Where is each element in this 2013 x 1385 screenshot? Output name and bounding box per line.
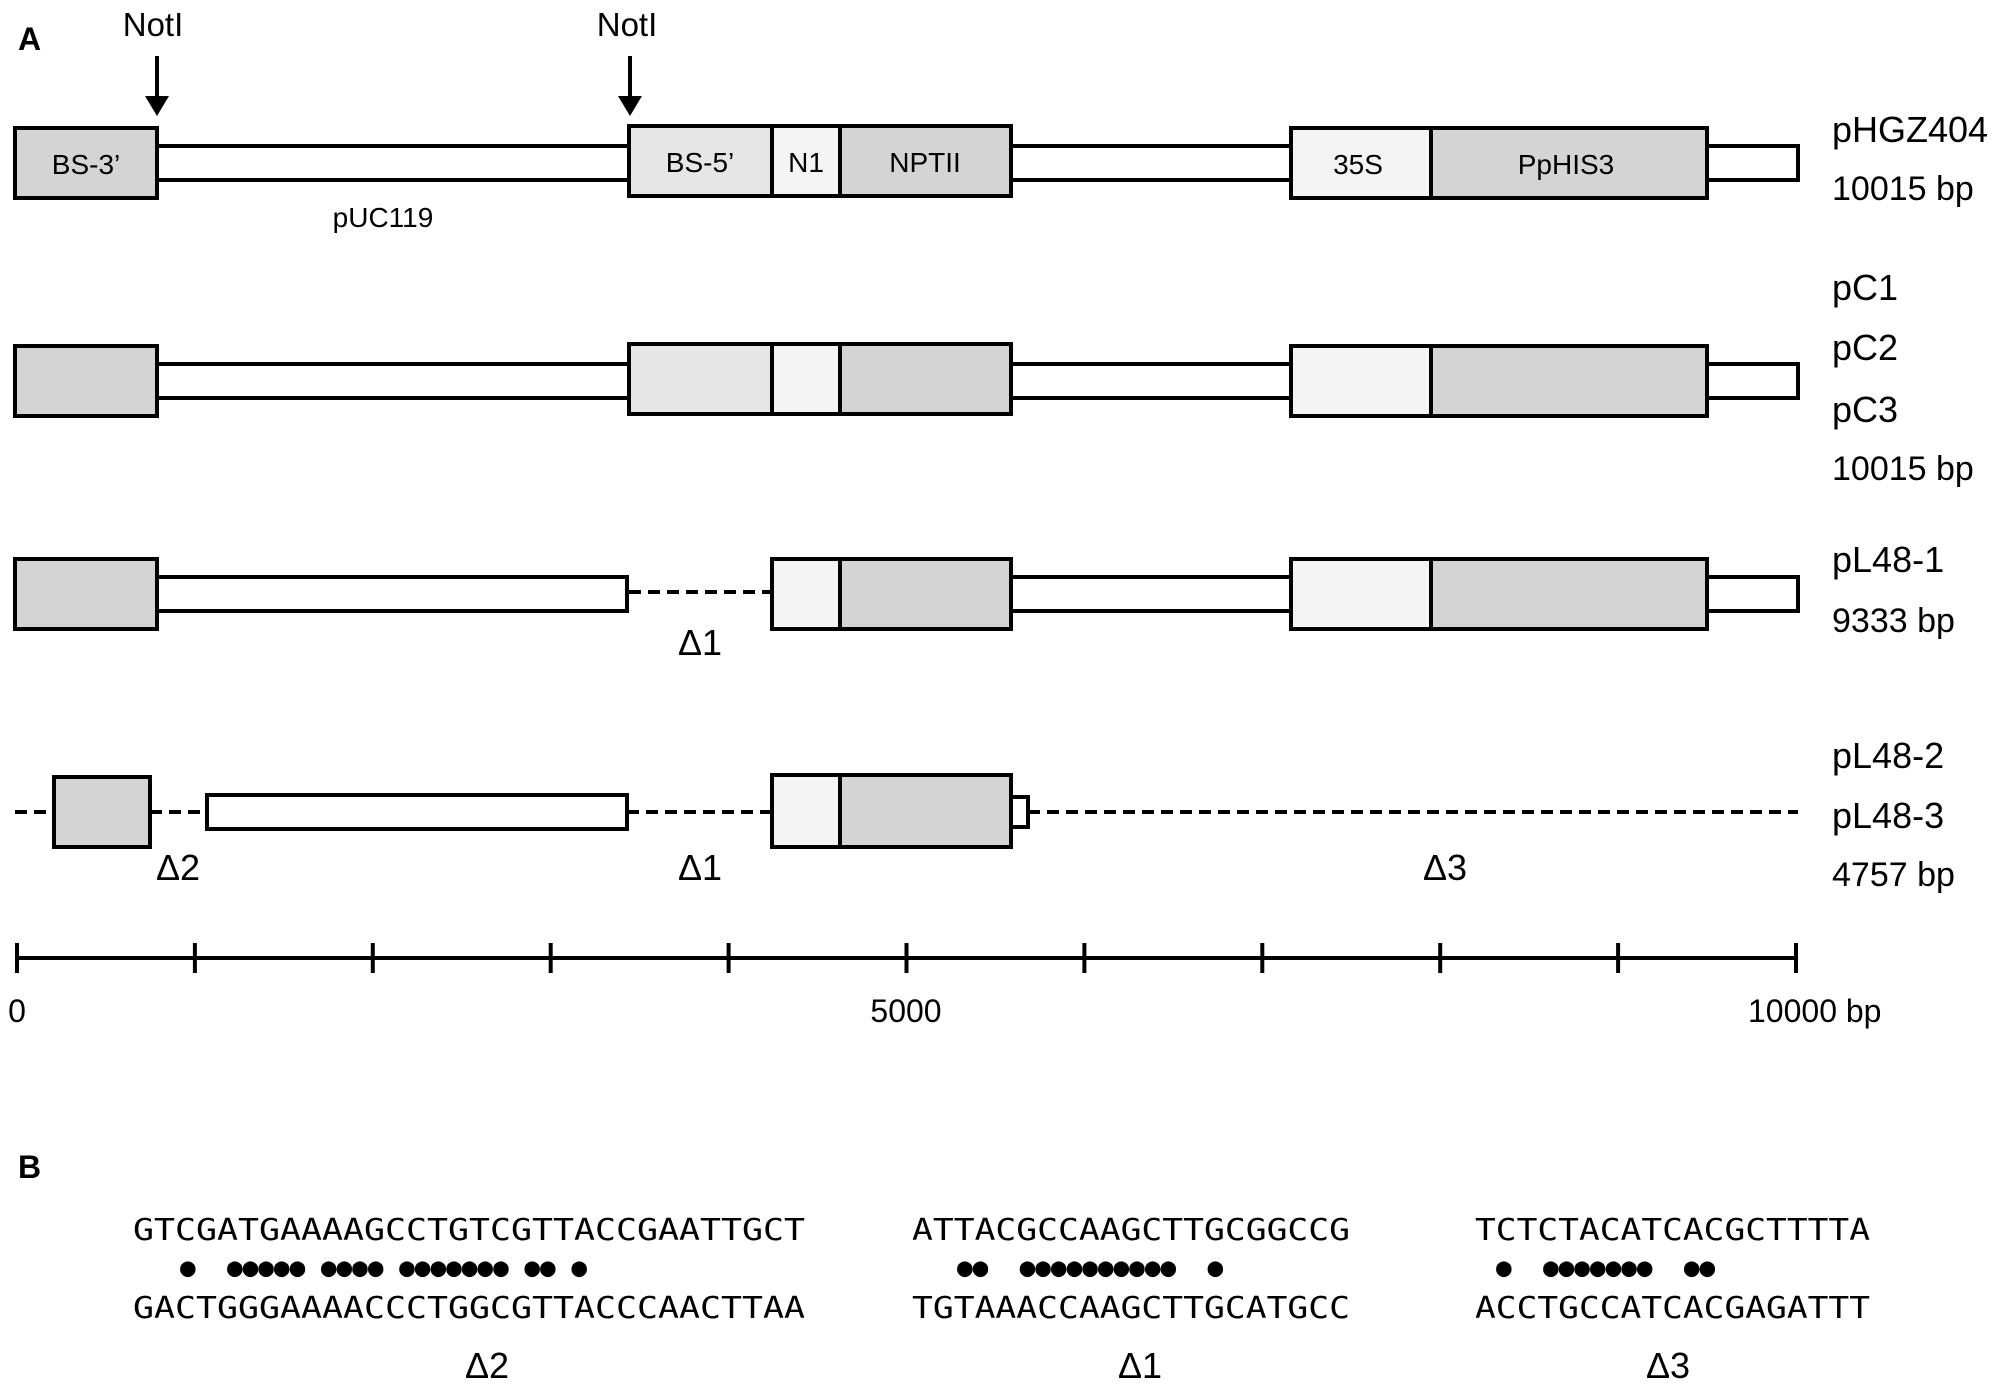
construct-pl48-23 (15, 773, 1798, 849)
deletion-label: Δ1 (678, 622, 722, 663)
segment-nptii (838, 342, 1013, 416)
construct-name: pL48-2 (1832, 735, 1944, 776)
segment-pphis3 (1429, 126, 1709, 200)
segment-backbone (155, 362, 631, 400)
segment-35s (1289, 557, 1433, 631)
alignment-label: Δ2 (465, 1345, 509, 1385)
arrow-down-icon (618, 96, 642, 116)
segment-pphis3 (1429, 344, 1709, 418)
alignment-label: Δ1 (1118, 1345, 1162, 1385)
construct-name: pC1 (1832, 267, 1898, 308)
sequence-bottom: GACTGGGAAAACCCTGGCGTTACCCAACTTAA (133, 1291, 805, 1326)
construct-phgz404 (13, 124, 1800, 200)
segment-label-35s: 35S (1333, 149, 1383, 180)
construct-name: pC2 (1832, 327, 1898, 368)
cut-site-label: NotI (597, 6, 658, 43)
construct-pl48-1 (13, 557, 1800, 631)
construct-pl48-1-names: pL48-1 9333 bp (1832, 539, 1955, 640)
segment-label-nptii: NPTII (889, 147, 961, 178)
deletion-label: Δ3 (1423, 847, 1467, 888)
construct-size: 10015 bp (1832, 170, 1974, 208)
segment-n1 (770, 557, 842, 631)
alignment-d3: TCTCTACATCACGCTTTTA ● ●●●●●●● ●● ACCTGCC… (1475, 1213, 1870, 1385)
segment-nptii (838, 773, 1013, 849)
construct-phgz404-labels: BS-3’ pUC119 BS-5’ N1 NPTII 35S PpHIS3 (52, 147, 1614, 233)
segment-backbone (155, 575, 629, 613)
deletion-label: Δ1 (678, 847, 722, 888)
segment-label-puc119: pUC119 (333, 202, 434, 233)
alignment-d1: ATTACGCCAAGCTTGCGGCCG ●● ●●●●●●●●●● ● TG… (912, 1213, 1350, 1385)
construct-size: 10015 bp (1832, 450, 1974, 488)
construct-phgz404-names: pHGZ404 10015 bp (1832, 109, 1988, 208)
construct-name: pC3 (1832, 389, 1898, 430)
segment-n1 (770, 773, 842, 849)
cut-site-noti-1: NotI (123, 6, 184, 116)
segment-pUC119 (155, 144, 631, 182)
construct-name: pL48-3 (1832, 795, 1944, 836)
segment-nptii (838, 124, 1013, 198)
construct-size: 4757 bp (1832, 856, 1955, 894)
segment-label-pphis3: PpHIS3 (1518, 149, 1615, 180)
sequence-bottom: ACCTGCCATCACGAGATTT (1475, 1291, 1870, 1326)
construct-pc (13, 342, 1800, 418)
scale-tick-label-10000: 10000 bp (1748, 993, 1881, 1029)
deletion-label: Δ2 (156, 847, 200, 888)
scale-ticks (15, 943, 1798, 973)
match-markers: ● ●●●●● ●●●● ●●●●●●● ●● ● (180, 1253, 587, 1283)
construct-name: pL48-1 (1832, 539, 1944, 580)
segment-label-bs3: BS-3’ (52, 149, 120, 180)
sequence-top: ATTACGCCAAGCTTGCGGCCG (912, 1213, 1350, 1248)
segment-backbone-mid (1009, 144, 1293, 182)
segment-label-n1: N1 (788, 147, 824, 178)
segment-bs5 (627, 342, 774, 416)
segment-35s (1289, 344, 1433, 418)
segment-backbone-mid (1009, 575, 1293, 613)
segment-pphis3 (1429, 557, 1709, 631)
segment-n1 (770, 342, 842, 416)
segment-bs3 (13, 557, 159, 631)
panel-a-label: A (18, 21, 41, 57)
construct-pl48-23-names: pL48-2 pL48-3 4757 bp (1832, 735, 1955, 894)
segment-backbone (205, 793, 629, 831)
construct-pc-names: pC1 pC2 pC3 10015 bp (1832, 267, 1974, 488)
segment-label-bs5: BS-5’ (666, 147, 734, 178)
alignment-d2: GTCGATGAAAAGCCTGTCGTTACCGAATTGCT ● ●●●●●… (133, 1213, 805, 1385)
segment-backbone-stub (1009, 795, 1030, 829)
segment-35s (1289, 126, 1433, 200)
sequence-top: TCTCTACATCACGCTTTTA (1475, 1213, 1870, 1248)
scale-tick-label-5000: 5000 (870, 993, 941, 1029)
sequence-bottom: TGTAAACCAAGCTTGCATGCC (912, 1291, 1350, 1326)
segment-bs3 (13, 344, 159, 418)
segment-bs3 (52, 775, 152, 849)
panel-b-label: B (18, 1149, 41, 1185)
construct-name: pHGZ404 (1832, 109, 1988, 150)
scale-tick-label-0: 0 (8, 993, 26, 1029)
segment-backbone-end (1705, 144, 1800, 182)
segment-n1 (770, 124, 842, 198)
segment-bs3 (13, 126, 159, 200)
segment-backbone-mid (1009, 362, 1293, 400)
construct-pl48-23-deletions: Δ2 Δ1 Δ3 (156, 847, 1467, 888)
match-markers: ●● ●●●●●●●●●● ● (957, 1253, 1223, 1283)
sequence-top: GTCGATGAAAAGCCTGTCGTTACCGAATTGCT (133, 1213, 805, 1248)
segment-backbone-end (1705, 362, 1800, 400)
segment-backbone-end (1705, 575, 1800, 613)
segment-nptii (838, 557, 1013, 631)
cut-site-label: NotI (123, 6, 184, 43)
match-markers: ● ●●●●●●● ●● (1496, 1253, 1715, 1283)
arrow-down-icon (145, 96, 169, 116)
construct-size: 9333 bp (1832, 602, 1955, 640)
alignment-label: Δ3 (1646, 1345, 1690, 1385)
cut-site-noti-2: NotI (597, 6, 658, 116)
scale-bar: 0 5000 10000 bp (8, 943, 1881, 1029)
